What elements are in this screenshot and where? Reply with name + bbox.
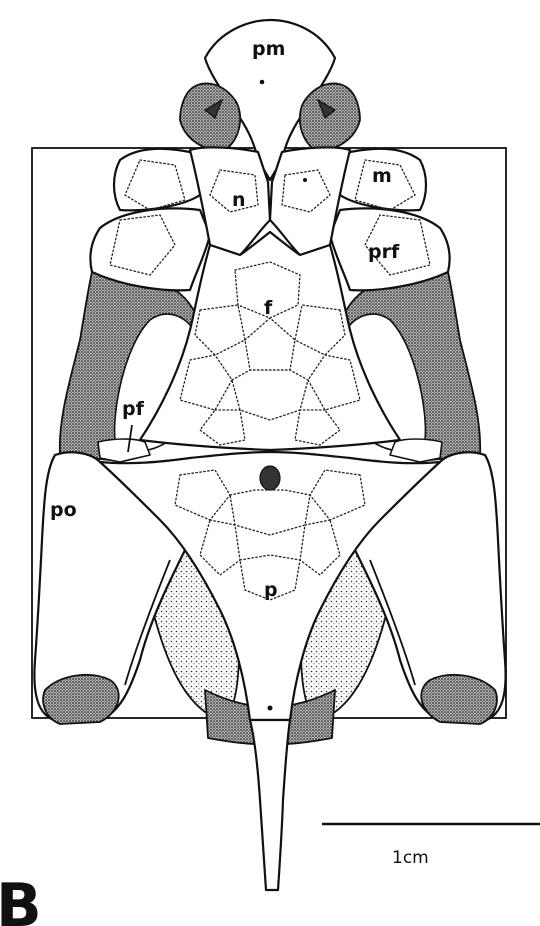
left-quadrate [43, 675, 119, 724]
label-postfrontal: pf [122, 398, 145, 420]
label-nasal: n [232, 189, 246, 211]
label-postorbital: po [50, 499, 77, 521]
left-prefrontal [90, 208, 210, 290]
label-maxilla: m [372, 165, 392, 187]
label-premaxilla: pm [252, 38, 285, 60]
pineal-foramen [260, 466, 280, 490]
posterior-process [250, 720, 290, 890]
left-maxilla [114, 149, 200, 211]
left-postfrontal [98, 439, 150, 462]
right-postfrontal [390, 439, 442, 462]
label-prefrontal: prf [368, 241, 400, 263]
scale-bar-label: 1cm [392, 848, 429, 868]
premaxilla-dot [260, 80, 265, 85]
nasal-dot [303, 178, 307, 182]
panel-letter: B [0, 871, 42, 926]
label-parietal: p [264, 579, 278, 601]
posterior-dot [268, 706, 273, 711]
right-quadrate [421, 675, 497, 724]
label-frontal: f [264, 297, 273, 319]
